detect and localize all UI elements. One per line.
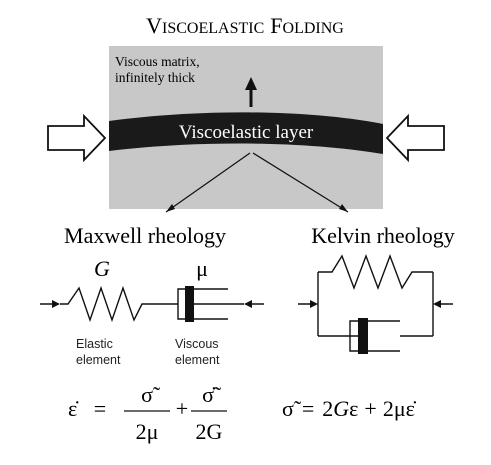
viscous-label-line2: element [175,353,220,367]
maxwell-frac1-denominator: 2μ [136,419,159,444]
maxwell-spring [60,285,178,323]
maxwell-dashpot-symbol: μ [196,256,208,281]
maxwell-frac2-numerator: σ̃̇ [202,382,222,407]
maxwell-right-load-arrow [244,300,264,308]
viscous-label-line1: Viscous [175,337,219,351]
kelvin-eq-equals: = [302,396,314,421]
maxwell-eq-lhs: ε̇ [68,396,79,421]
diagram-title: VISCOELASTIC FOLDING [146,13,344,38]
pointer-to-kelvin [252,152,349,213]
kelvin-spring [318,254,433,290]
kelvin-right-load-arrow [433,300,453,308]
kelvin-eq-plus: + [364,396,376,421]
title-rest-1: ISCOELASTIC [162,20,264,37]
kelvin-eq-lhs: σ̃ [282,396,302,421]
growth-up-arrow [245,77,257,107]
maxwell-left-load-arrow [40,300,60,308]
maxwell-frac1-numerator: σ̃ [141,382,161,407]
title-rest-2: OLDING [283,20,345,37]
kelvin-eq-eps: ε [349,396,358,421]
kelvin-eq-coef: 2 [322,396,333,421]
title-initial-v: V [146,13,162,38]
maxwell-eq-equals: = [94,396,106,421]
maxwell-eq-plus: + [176,396,188,421]
kelvin-equation: σ̃= 2Gε+2με̇ [282,396,417,421]
elastic-label-line1: Elastic [76,337,113,351]
viscoelastic-layer [109,112,383,154]
maxwell-dashpot [177,286,244,322]
compression-arrow-left [47,113,107,163]
kelvin-heading: Kelvin rheology [311,223,455,248]
elastic-label-line2: element [76,353,121,367]
maxwell-frac2-denominator: 2G [196,419,223,444]
pointer-to-maxwell [165,152,251,213]
kelvin-left-load-arrow [298,300,318,308]
layer-label: Viscoelastic layer [179,122,314,143]
compression-arrow-right [385,113,445,163]
maxwell-equation: ε̇ = σ̃ 2μ + σ̃̇ 2G [68,382,227,444]
maxwell-spring-symbol: G [94,256,110,281]
maxwell-heading: Maxwell rheology [64,223,226,248]
matrix-label-line2: infinitely thick [115,70,195,85]
matrix-label-line1: Viscous matrix, [115,54,200,69]
title-initial-f: F [270,13,282,38]
kelvin-eq-term2: 2με̇ [383,396,417,421]
kelvin-dashpot [318,318,433,354]
kelvin-eq-g: G [333,396,349,421]
